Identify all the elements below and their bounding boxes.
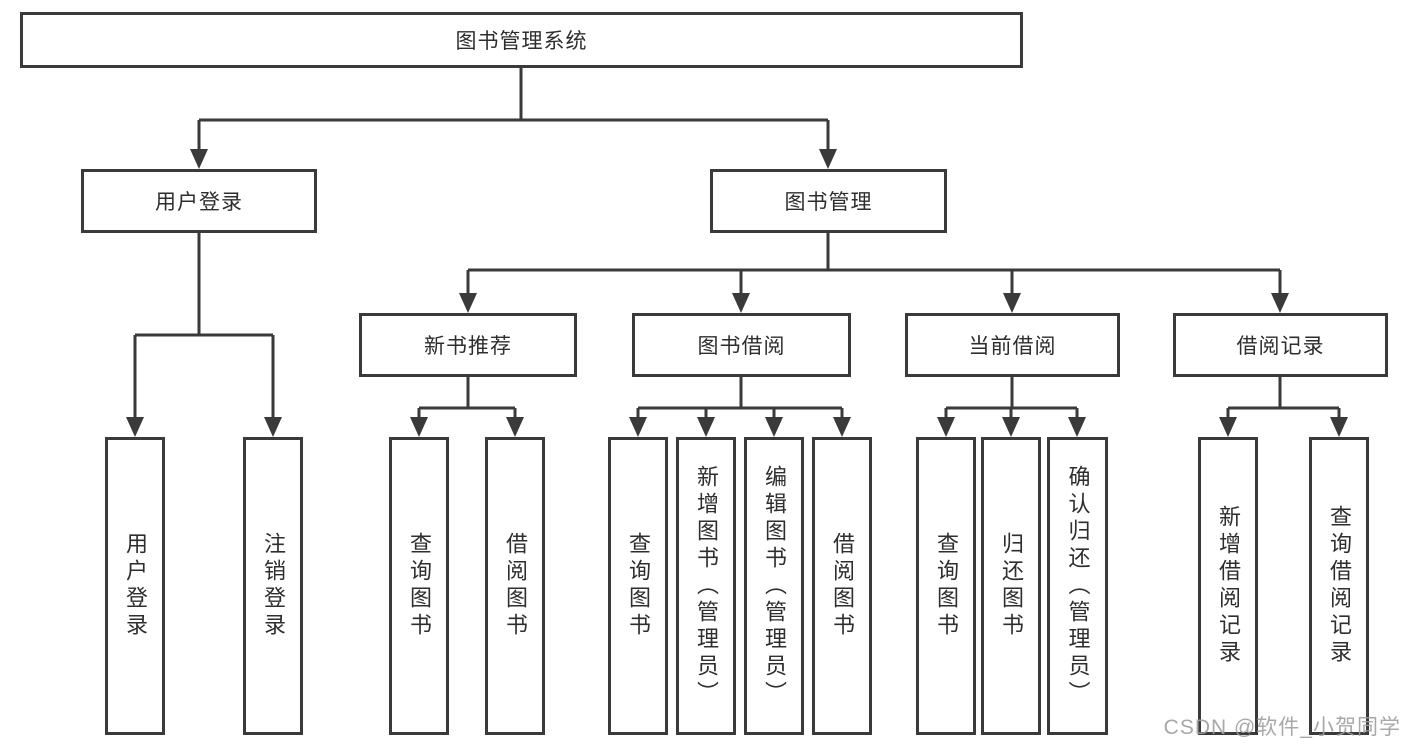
section-label: 借阅记录 — [1236, 335, 1325, 358]
leaf-query-books-borrow: 查询图书 — [608, 437, 668, 735]
section-label: 当前借阅 — [968, 335, 1057, 358]
root-node-library-system: 图书管理系统 — [20, 12, 1023, 68]
leaf-add-books-admin: 新增图书（管理员） — [676, 437, 736, 735]
section-label: 图书借阅 — [697, 335, 786, 358]
leaf-edit-books-admin: 编辑图书（管理员） — [744, 437, 804, 735]
leaf-label: 借阅图书 — [503, 532, 528, 640]
section-label: 新书推荐 — [424, 335, 512, 358]
leaf-label: 新增图书（管理员） — [694, 464, 719, 708]
branch-user-login: 用户登录 — [81, 169, 317, 233]
leaf-label: 借阅图书 — [830, 532, 855, 640]
leaf-user-login: 用户登录 — [105, 437, 165, 735]
branch-book-management-label: 图书管理 — [784, 191, 873, 214]
leaf-confirm-return-admin: 确认归还（管理员） — [1047, 437, 1108, 735]
leaf-query-books-current: 查询图书 — [916, 437, 976, 735]
leaf-borrow-books-recommend: 借阅图书 — [485, 437, 545, 735]
csdn-watermark: CSDN @软件_小贺同学 — [1163, 716, 1401, 739]
leaf-label: 编辑图书（管理员） — [762, 464, 787, 708]
leaf-label: 查询图书 — [626, 532, 651, 640]
section-new-book-recommendation: 新书推荐 — [359, 313, 577, 377]
leaf-return-books: 归还图书 — [981, 437, 1041, 735]
leaf-label: 查询图书 — [407, 532, 432, 640]
branch-user-login-label: 用户登录 — [155, 191, 243, 214]
leaf-label: 注销登录 — [261, 532, 286, 640]
root-node-label: 图书管理系统 — [455, 30, 588, 53]
leaf-query-borrow-record: 查询借阅记录 — [1309, 437, 1369, 735]
leaf-logout: 注销登录 — [243, 437, 303, 735]
leaf-label: 归还图书 — [999, 532, 1024, 640]
section-borrowing-records: 借阅记录 — [1173, 313, 1388, 377]
leaf-label: 用户登录 — [123, 532, 148, 640]
arrowheads — [126, 149, 1348, 437]
branch-book-management: 图书管理 — [710, 169, 947, 233]
leaf-borrow-books: 借阅图书 — [812, 437, 872, 735]
leaf-label: 查询借阅记录 — [1327, 505, 1352, 667]
leaf-add-borrow-record: 新增借阅记录 — [1198, 437, 1258, 735]
section-current-borrowing: 当前借阅 — [905, 313, 1120, 377]
leaf-label: 确认归还（管理员） — [1065, 464, 1091, 708]
leaf-label: 查询图书 — [934, 532, 959, 640]
leaf-label: 新增借阅记录 — [1216, 505, 1241, 667]
section-book-borrowing: 图书借阅 — [632, 313, 851, 377]
leaf-query-books-recommend: 查询图书 — [389, 437, 449, 735]
